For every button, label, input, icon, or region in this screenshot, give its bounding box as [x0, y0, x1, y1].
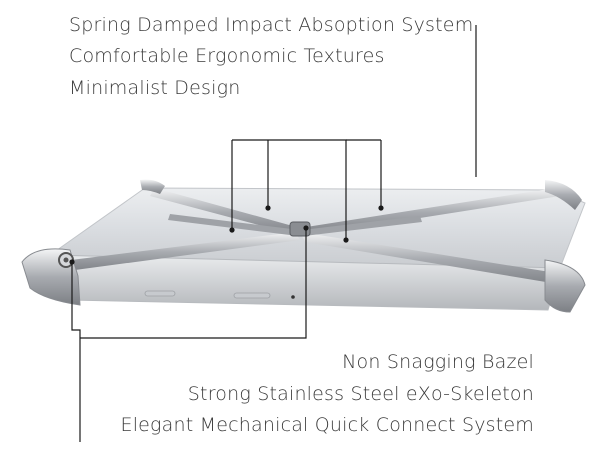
feature-label-ergonomic-textures: Comfortable Ergonomic Textures [69, 45, 385, 67]
callout-dot-2 [265, 205, 271, 211]
center-connector [289, 221, 311, 237]
callout-dot-5 [303, 225, 309, 231]
feature-label-spring-damped: Spring Damped Impact Absoption System [69, 14, 474, 36]
callout-dot-1 [229, 227, 235, 233]
exo-bar-center-right [302, 216, 422, 236]
callout-dot-6 [69, 259, 75, 265]
exo-bar-center-left [168, 214, 300, 236]
power-button [233, 292, 271, 299]
callout-lines-top [231, 25, 477, 240]
callout-lines-bottom [71, 228, 307, 442]
exo-bar-left-top [150, 188, 300, 236]
exo-bar-right-bottom [300, 232, 575, 286]
volume-button [144, 290, 176, 297]
callout-dot-3 [343, 237, 349, 243]
exo-bar-left-bottom [55, 232, 300, 272]
feature-label-quick-connect: Elegant Mechanical Quick Connect System [120, 414, 534, 436]
callout-dot-4 [378, 205, 384, 211]
bumper-corner-top-left [140, 179, 165, 194]
bumper-corner-top-right [545, 180, 582, 210]
camera-lens [63, 257, 69, 263]
feature-label-non-snagging-bezel: Non Snagging Bazel [342, 351, 534, 373]
feature-label-minimalist-design: Minimalist Design [69, 77, 241, 99]
bumper-corner-right [544, 259, 586, 313]
feature-label-steel-exoskeleton: Strong Stainless Steel eXo-Skeleton [187, 383, 534, 405]
microphone-hole [291, 295, 295, 299]
